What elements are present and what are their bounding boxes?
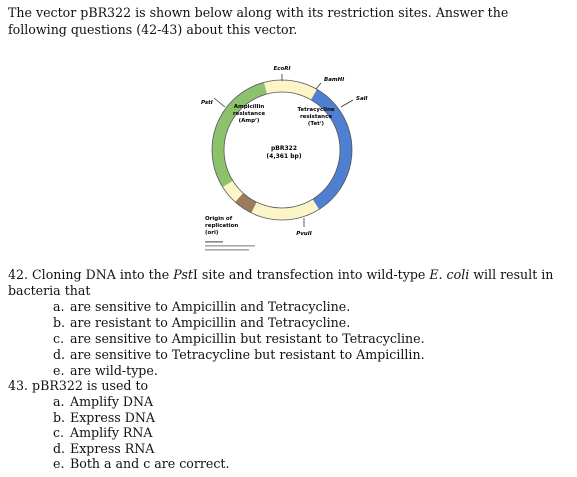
option-text: are resistant to Ampicillin and Tetracyc…: [70, 315, 351, 330]
question-43-option-d: d.Express RNA: [8, 441, 573, 457]
question-42-option-a: a. are sensitive to Ampicillin and Tetrac…: [8, 299, 573, 315]
amp-label-line3: (Ampʳ): [239, 117, 260, 124]
option-letter: b.: [53, 315, 66, 330]
question-42-stem-after: will result in bacteria that: [8, 267, 554, 298]
question-42-options: a. are sensitive to Ampicillin and Tetrac…: [8, 299, 573, 379]
sali-label: SalI: [356, 96, 368, 102]
option-letter: b.: [53, 409, 66, 425]
question-42: 42. Cloning DNA into the PstI site and t…: [8, 267, 573, 379]
option-text: Express RNA: [70, 440, 155, 456]
ecori-label: EcoRI: [273, 66, 290, 72]
pvuii-label: PvuII: [296, 231, 312, 237]
option-text: Both a and c are correct.: [70, 456, 230, 471]
plasmid-name: pBR322: [271, 145, 297, 152]
amp-label-line2: resistance: [233, 111, 265, 117]
option-letter: d.: [53, 347, 66, 362]
option-letter: c.: [53, 425, 65, 440]
ori-label-line2: replication: [205, 223, 238, 229]
tet-label-line1: Tetracycline: [297, 107, 335, 113]
ori-label-line3: (ori): [205, 230, 219, 236]
question-42-stem-middle: site and transfection into wild-type: [197, 267, 430, 282]
question-42-option-d: d. are sensitive to Tetracycline but resi…: [8, 347, 573, 363]
option-letter: d.: [53, 440, 66, 456]
origin-of-replication-segment: [235, 192, 257, 213]
psti-site-marker: [213, 97, 226, 108]
ampicillin-resistance-segment: [212, 82, 268, 188]
question-42-stem-site: Pst: [173, 267, 193, 282]
question-42-option-c: c. are sensitive to Ampicillin but resist…: [8, 331, 573, 347]
question-42-stem-species: E. coli: [429, 267, 470, 282]
amp-label-line1: Ampicillin: [234, 104, 265, 110]
question-42-option-b: b. are resistant to Ampicillin and Tetrac…: [8, 315, 573, 331]
option-text: are sensitive to Tetracycline but resist…: [70, 347, 425, 362]
question-42-number: 42.: [8, 267, 33, 282]
plasmid-map-svg: EcoRI BamHI SalI PstI PvuII Ampicillin r…: [201, 66, 368, 251]
credit-line-3: [205, 249, 249, 251]
question-43-option-e: e. Both a and c are correct.: [8, 456, 573, 472]
question-43-option-b: b.Express DNA: [8, 410, 573, 426]
ori-label-line1: Origin of: [205, 216, 233, 222]
plasmid-inner-outline: [223, 91, 341, 209]
bamhi-site-marker: [315, 82, 322, 90]
option-text: are sensitive to Ampicillin and Tetracyc…: [70, 299, 351, 314]
question-43-option-c: c. Amplify RNA: [8, 425, 573, 441]
question-42-option-e: e. are wild-type.: [8, 363, 573, 379]
question-43: 43. pBR322 is used to a. Amplify DNA b.Ex…: [8, 378, 573, 472]
option-text: Amplify DNA: [70, 394, 154, 409]
question-42-stem: 42. Cloning DNA into the PstI site and t…: [8, 267, 573, 299]
bamhi-label: BamHI: [324, 77, 344, 83]
psti-label: PstI: [201, 100, 213, 106]
tet-label-line2: resistance: [300, 114, 332, 120]
option-text: Express DNA: [70, 409, 155, 425]
credit-line-1: [205, 241, 223, 243]
question-42-stem-site-suffix: I: [192, 267, 198, 282]
tet-label-line3: (Tetʳ): [308, 120, 325, 127]
sali-site-marker: [340, 99, 354, 108]
option-letter: e.: [53, 456, 65, 471]
plasmid-size: (4,361 bp): [266, 153, 301, 160]
intro-text: The vector pBR322 is shown below along w…: [8, 5, 509, 37]
option-text: are sensitive to Ampicillin but resistan…: [70, 331, 425, 346]
plasmid-map: EcoRI BamHI SalI PstI PvuII Ampicillin r…: [195, 55, 390, 270]
option-letter: a.: [53, 394, 65, 409]
question-43-stem: 43. pBR322 is used to: [8, 378, 149, 393]
option-letter: e.: [53, 363, 65, 378]
credit-line-2: [205, 245, 255, 247]
option-text: Amplify RNA: [70, 425, 153, 440]
option-text: are wild-type.: [70, 363, 158, 378]
option-letter: c.: [53, 331, 65, 346]
question-42-stem-before: Cloning DNA into the: [32, 267, 174, 282]
question-43-option-a: a. Amplify DNA: [8, 394, 573, 410]
tetracycline-resistance-segment: [310, 89, 352, 210]
option-letter: a.: [53, 299, 65, 314]
question-43-options: a. Amplify DNA b.Express DNA c. Amplify RN…: [8, 394, 573, 472]
